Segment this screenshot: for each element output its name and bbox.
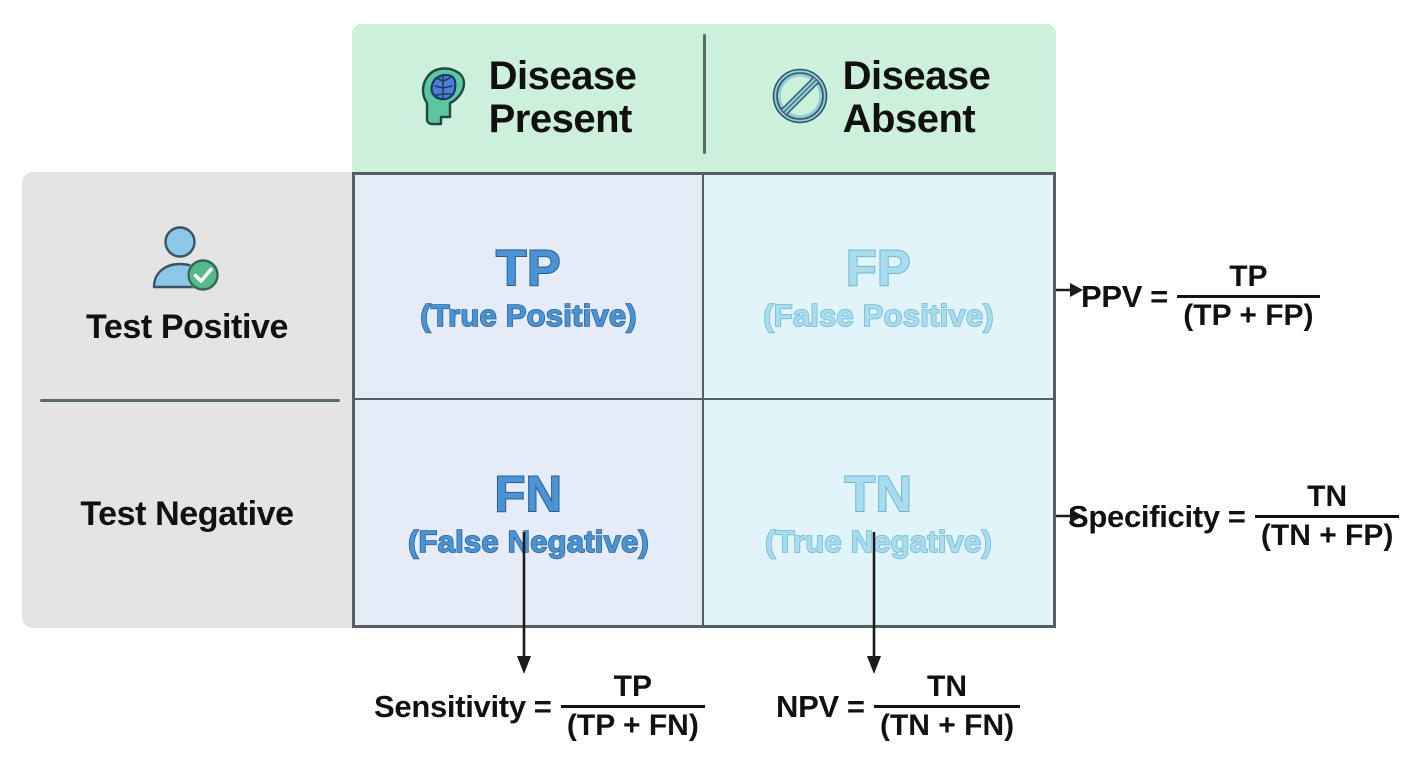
cell-abbr-fp: FP: [845, 239, 911, 296]
formula-specificity: Specificity = TN (TN + FP): [1068, 480, 1400, 552]
formula-ppv-fraction: TP (TP + FP): [1177, 260, 1320, 332]
formula-ppv-name: PPV: [1081, 278, 1143, 314]
cell-abbr-tn: TN: [844, 465, 913, 522]
cell-full-tn: (True Negative): [764, 523, 992, 559]
formula-npv-name: NPV: [776, 688, 839, 724]
formula-npv-equals: =: [846, 688, 865, 724]
fraction-bar: [560, 705, 705, 708]
formula-sensitivity-fraction: TP (TP + FN): [560, 670, 705, 742]
formula-ppv-denominator: (TP + FP): [1183, 299, 1314, 332]
formula-ppv-equals: =: [1150, 278, 1169, 314]
formula-specificity-equals: =: [1227, 498, 1246, 534]
formula-specificity-numerator: TN: [1307, 480, 1348, 513]
column-header-disease-present: Disease Present: [352, 24, 703, 172]
formula-specificity-fraction: TN (TN + FP): [1254, 480, 1400, 552]
column-header-divider: [703, 34, 706, 154]
confusion-matrix: TP (True Positive) FP (False Positive) F…: [352, 172, 1056, 628]
cell-abbr-tp: TP: [495, 239, 561, 296]
arrow-tn-to-specificity: [1056, 509, 1083, 523]
arrow-tn-to-npv: [867, 532, 881, 674]
formula-sensitivity-numerator: TP: [613, 670, 653, 703]
formula-specificity-name: Specificity: [1068, 498, 1220, 534]
head-brain-icon: [419, 65, 475, 132]
formula-specificity-denominator: (TN + FP): [1260, 519, 1394, 552]
formula-npv: NPV = TN (TN + FN): [776, 670, 1021, 742]
column-header-label-absent: Disease Absent: [842, 53, 991, 141]
row-header-label-negative: Test Negative: [80, 494, 294, 533]
cell-full-tp: (True Positive): [419, 297, 637, 333]
formula-ppv-numerator: TP: [1229, 260, 1268, 293]
cell-full-fp: (False Positive): [762, 297, 994, 333]
arrow-fn-to-sensitivity: [517, 532, 531, 674]
cell-full-fn: (False Negative): [407, 523, 649, 559]
row-header-test-positive: Test Positive: [22, 172, 352, 400]
fraction-bar: [1177, 295, 1320, 298]
formula-sensitivity-denominator: (TP + FN): [566, 709, 699, 742]
matrix-cell-true-negative: TN (True Negative): [704, 400, 1053, 625]
cell-abbr-fn: FN: [494, 465, 563, 522]
person-check-icon: [150, 225, 224, 298]
formula-sensitivity: Sensitivity = TP (TP + FN): [374, 672, 705, 741]
formula-ppv: PPV = TP (TP + FP): [1081, 262, 1320, 331]
row-header-label-positive: Test Positive: [85, 308, 289, 346]
formula-sensitivity-name: Sensitivity: [374, 688, 526, 724]
formula-npv-denominator: (TN + FN): [879, 709, 1015, 742]
row-header-test-negative: Test Negative: [22, 400, 352, 628]
fraction-bar: [1254, 515, 1400, 518]
formula-npv-fraction: TN (TN + FN): [873, 670, 1021, 742]
fraction-bar: [873, 705, 1021, 708]
row-header-divider: [40, 399, 340, 402]
column-header-label-present: Disease Present: [488, 53, 637, 141]
formula-sensitivity-equals: =: [533, 688, 552, 724]
arrow-fp-to-ppv: [1056, 283, 1083, 297]
column-header-disease-absent: Disease Absent: [705, 24, 1056, 172]
matrix-cell-true-positive: TP (True Positive): [355, 175, 704, 400]
formula-npv-numerator: TN: [927, 670, 968, 703]
matrix-cell-false-positive: FP (False Positive): [704, 175, 1053, 400]
matrix-cell-false-negative: FN (False Negative): [355, 400, 704, 625]
prohibition-icon: [771, 67, 829, 130]
